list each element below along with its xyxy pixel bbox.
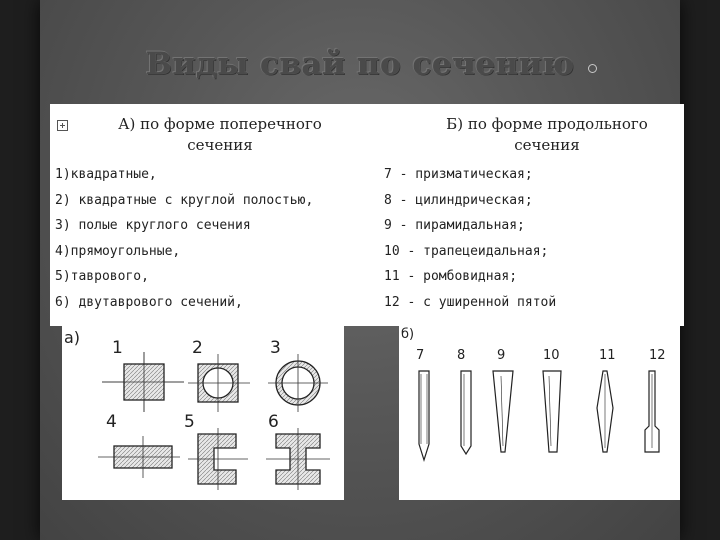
left-item-2: 2) квадратные с круглой полостью, (55, 193, 314, 208)
right-heading-line2: сечения (514, 136, 580, 154)
pile-number-12: 12 (649, 348, 666, 363)
right-item-10: 10 - трапецеидальная; (384, 244, 549, 259)
right-column-heading: Б) по форме продольного сечения (392, 114, 702, 156)
left-item-4: 4)прямоугольные, (55, 244, 181, 259)
slide-title: Виды свай по сечению (145, 46, 575, 82)
cross-section-drawing (98, 352, 330, 490)
longitudinal-section-drawing (418, 370, 660, 463)
content-panel (50, 104, 684, 326)
cross-section-figure: а) 1 2 3 4 5 6 (62, 326, 344, 500)
shape-number-1: 1 (112, 338, 123, 358)
pile-prismatic-shape (418, 370, 430, 463)
pile-enlarged-heel-shape (644, 370, 660, 453)
shape-number-2: 2 (192, 338, 203, 358)
bullet-icon (57, 120, 68, 131)
section-hollow-circle-shape (268, 354, 328, 412)
right-heading-line1: Б) по форме продольного (446, 115, 648, 133)
right-item-9: 9 - пирамидальная; (384, 218, 525, 233)
pile-cylindrical-shape (460, 370, 472, 456)
pile-pyramidal-shape (492, 370, 514, 453)
shape-number-5: 5 (184, 412, 195, 432)
pile-number-11: 11 (599, 348, 616, 363)
shape-number-3: 3 (270, 338, 281, 358)
title-ornament (588, 64, 597, 73)
right-item-7: 7 - призматическая; (384, 167, 533, 182)
section-square-shape (102, 352, 184, 412)
left-column-heading: А) по форме поперечного сечения (80, 114, 360, 156)
left-item-5: 5)таврового, (55, 269, 149, 284)
right-item-11: 11 - ромбовидная; (384, 269, 518, 284)
section-square-hollow-shape (188, 354, 250, 412)
left-item-6: 6) двутаврового сечений, (55, 295, 243, 310)
pile-number-9: 9 (497, 348, 506, 363)
figure-b-label: б) (401, 327, 415, 342)
section-rectangle-shape (98, 436, 180, 478)
pile-number-8: 8 (457, 348, 466, 363)
left-heading-line2: сечения (187, 136, 253, 154)
left-item-1: 1)квадратные, (55, 167, 157, 182)
shape-number-6: 6 (268, 412, 279, 432)
shape-number-4: 4 (106, 412, 117, 432)
left-heading-line1: А) по форме поперечного (118, 115, 322, 133)
figure-a-label: а) (64, 328, 81, 347)
pile-trapezoidal-shape (542, 370, 562, 453)
left-item-3: 3) полые круглого сечения (55, 218, 251, 233)
pile-number-7: 7 (416, 348, 425, 363)
section-i-beam-shape (266, 428, 330, 490)
right-item-8: 8 - цилиндрическая; (384, 193, 533, 208)
right-item-12: 12 - с уширенной пятой (384, 295, 557, 310)
pile-number-10: 10 (543, 348, 560, 363)
pile-rhomboid-shape (596, 370, 614, 453)
section-tee-shape (188, 428, 248, 490)
longitudinal-section-figure: б) 7 8 9 10 11 12 (399, 326, 680, 500)
